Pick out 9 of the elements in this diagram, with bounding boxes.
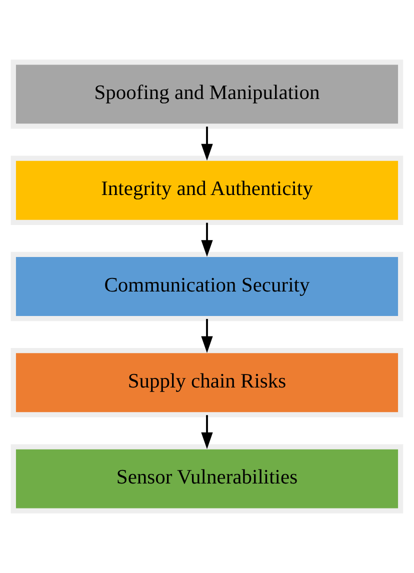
node-box: Integrity and Authenticity bbox=[10, 156, 404, 225]
arrow bbox=[201, 222, 213, 257]
node-box: Sensor Vulnerabilities bbox=[10, 444, 404, 514]
node-box: Communication Security bbox=[10, 252, 404, 322]
node-box: Spoofing and Manipulation bbox=[10, 60, 404, 129]
node-box: Supply chain Risks bbox=[10, 348, 404, 418]
arrow bbox=[201, 415, 213, 450]
arrow bbox=[201, 318, 213, 353]
arrow bbox=[201, 126, 213, 161]
